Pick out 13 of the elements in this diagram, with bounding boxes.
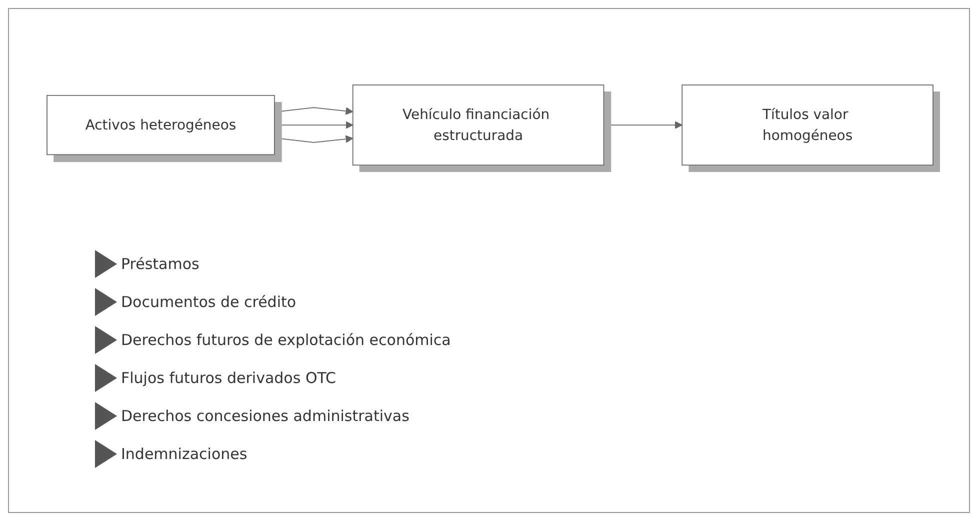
node-box: Vehículo financiación estructurada <box>352 84 604 166</box>
list-item-text: Derechos futuros de explotación económica <box>121 331 451 349</box>
list-item-text: Indemnizaciones <box>121 445 248 463</box>
arrow <box>274 107 354 115</box>
list-item-text: Préstamos <box>121 255 200 273</box>
arrow <box>274 135 354 143</box>
list-item-text: Derechos concesiones administrativas <box>121 407 410 425</box>
list-item-text: Documentos de crédito <box>121 293 296 311</box>
list-item-text: Flujos futuros derivados OTC <box>121 369 336 387</box>
node-box: Títulos valor homogéneos <box>682 84 934 166</box>
arrow <box>603 121 682 129</box>
node-box: Activos heterogéneos <box>46 94 275 156</box>
arrow <box>274 121 354 129</box>
